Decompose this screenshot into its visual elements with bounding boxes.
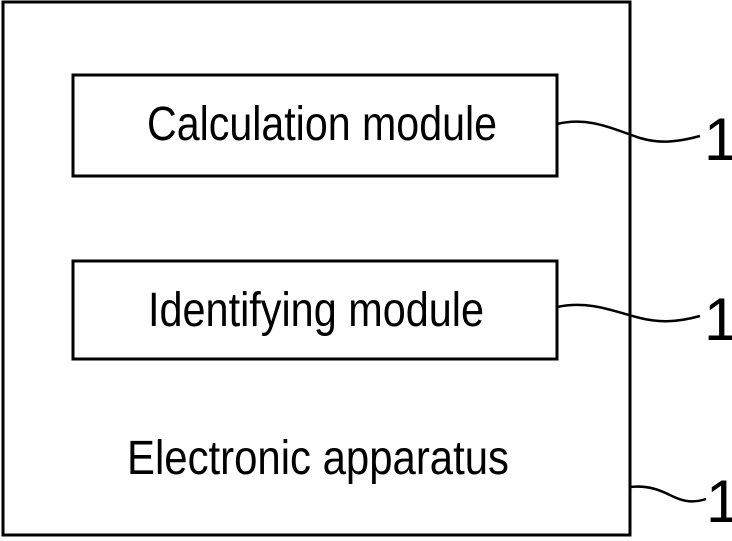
electronic-apparatus-label: Electronic apparatus	[127, 432, 509, 485]
ref-numeral-identifying: 1	[704, 286, 732, 353]
calculation-module-label: Calculation module	[147, 98, 497, 151]
leader-line-apparatus	[630, 487, 706, 502]
ref-numeral-calculation: 1	[704, 106, 732, 173]
ref-numeral-apparatus: 1	[706, 468, 732, 535]
identifying-module-label: Identifying module	[148, 284, 484, 337]
